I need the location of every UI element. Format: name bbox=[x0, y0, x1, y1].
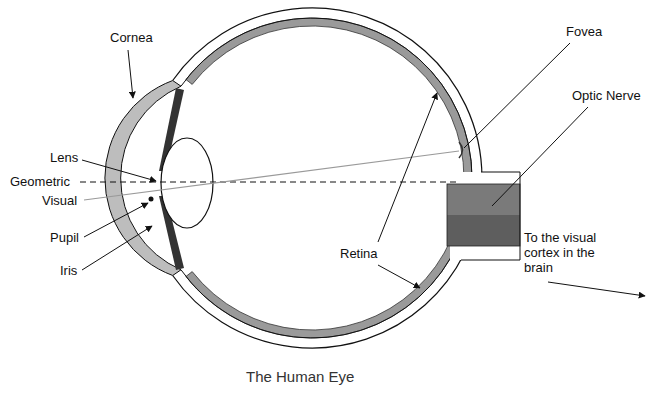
figure-caption: The Human Eye bbox=[246, 368, 354, 386]
lens-shape bbox=[161, 138, 213, 228]
leader-line bbox=[492, 107, 588, 206]
visual-axis bbox=[84, 151, 459, 200]
part-label: Optic Nerve bbox=[572, 88, 641, 103]
part-label: To the visual cortex in the brain bbox=[524, 230, 619, 275]
part-label: Cornea bbox=[110, 30, 153, 45]
nerve-outline bbox=[447, 184, 520, 246]
leader-line bbox=[378, 265, 420, 288]
leader-line bbox=[84, 203, 148, 237]
fovea-pit bbox=[459, 142, 463, 158]
leader-line bbox=[464, 43, 570, 148]
nerve-sheath-line bbox=[461, 259, 520, 260]
part-label: Lens bbox=[50, 150, 78, 165]
part-label: Visual bbox=[42, 193, 77, 208]
sclera-outer bbox=[173, 8, 482, 348]
nerve-sheath-line bbox=[481, 171, 520, 172]
part-label: Pupil bbox=[50, 230, 79, 245]
leader-line bbox=[82, 160, 156, 181]
part-label: Retina bbox=[340, 246, 378, 261]
part-label: Geometric bbox=[10, 174, 70, 189]
leader-line bbox=[378, 93, 437, 242]
optic-nerve-lower bbox=[447, 215, 520, 246]
retina-band bbox=[186, 18, 472, 338]
leader-line bbox=[82, 226, 152, 270]
brain-arrow bbox=[548, 282, 645, 296]
pupil-dot bbox=[149, 197, 154, 202]
sclera-inner bbox=[181, 18, 472, 338]
part-label: Iris bbox=[60, 263, 77, 278]
leader-line bbox=[128, 50, 133, 98]
part-label: Fovea bbox=[566, 24, 602, 39]
